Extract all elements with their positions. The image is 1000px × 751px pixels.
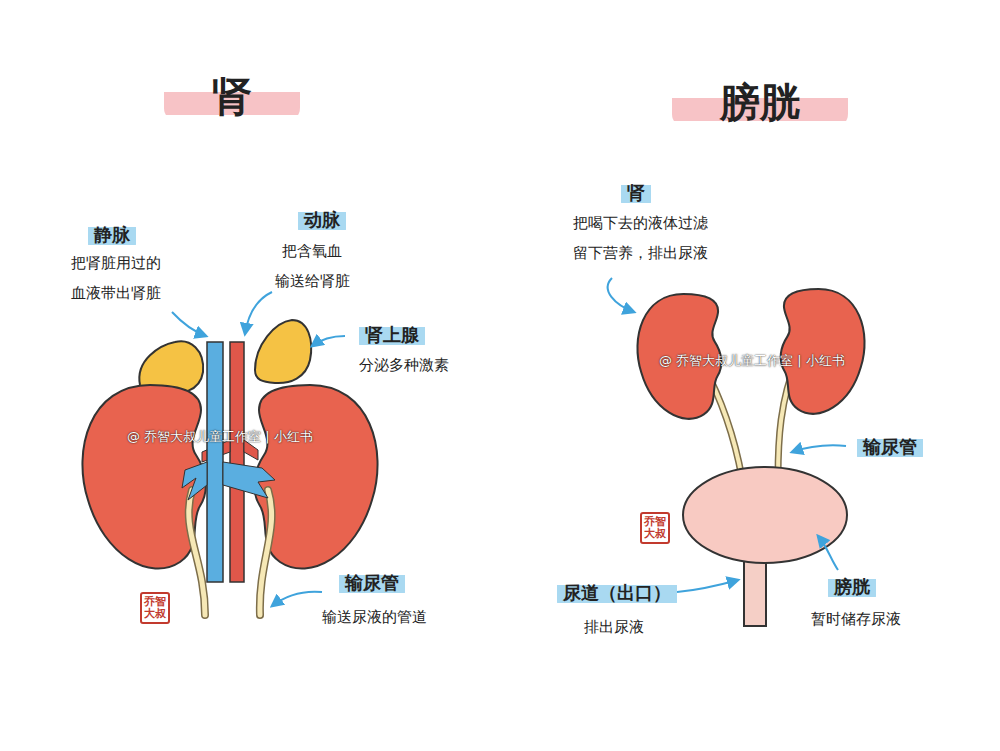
part-name: 输尿管: [339, 570, 405, 596]
watermark: @ 乔智大叔儿童工作室 | 小红书: [127, 428, 313, 446]
title: 膀胱: [672, 76, 848, 128]
kidney: [637, 289, 864, 419]
part-name: 肾上腺: [359, 322, 425, 348]
renal-artery: [202, 342, 258, 582]
adrenal-gland: [139, 320, 311, 393]
part-name: 动脉: [298, 207, 346, 233]
bladder: [683, 467, 847, 563]
part-name: 输尿管: [857, 434, 923, 460]
part-name: 静脉: [88, 222, 136, 248]
description: 把含氧血 输送给肾脏: [274, 236, 351, 296]
description: 输送尿液的管道: [322, 602, 427, 632]
part-name: 肾: [621, 180, 651, 206]
seal-stamp: 乔智大叔: [140, 592, 170, 624]
renal-vein: [182, 342, 275, 582]
part-name: 膀胱: [828, 574, 876, 600]
description: 暂时储存尿液: [811, 604, 901, 634]
description: 排出尿液: [584, 612, 644, 642]
title: 肾: [164, 70, 300, 122]
description: 把肾脏用过的 血液带出肾脏: [70, 248, 162, 308]
description: 把喝下去的液体过滤 留下营养，排出尿液: [572, 208, 709, 268]
seal-stamp: 乔智大叔: [640, 512, 670, 544]
watermark: @ 乔智大叔儿童工作室 | 小红书: [659, 352, 845, 370]
part-name: 尿道（出口）: [557, 580, 677, 606]
description: 分泌多种激素: [359, 350, 449, 380]
